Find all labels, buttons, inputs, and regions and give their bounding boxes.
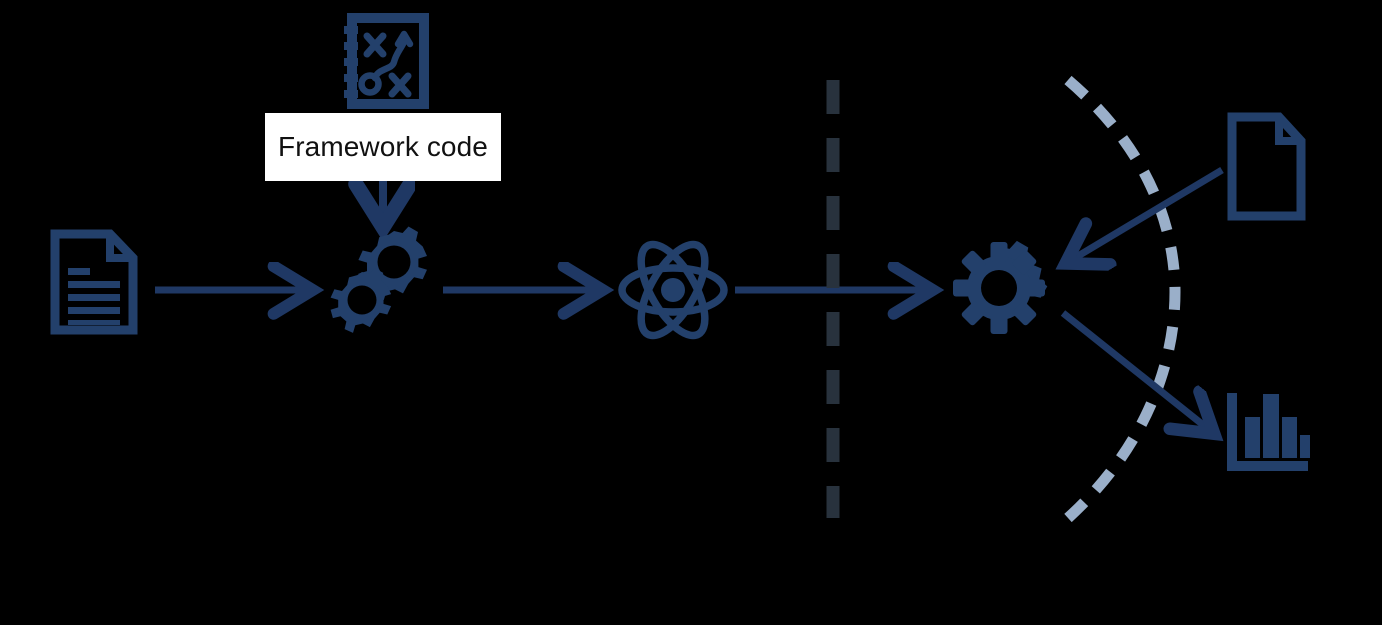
strategy-playbook-icon [344,13,429,109]
framework-code-label: Framework code [265,113,501,181]
framework-code-label-text: Framework code [278,130,488,162]
arrow-gear-to-chart [1060,310,1212,432]
document-blank-icon [1227,112,1306,221]
bar-chart-icon [1227,393,1310,471]
atom-icon [618,240,728,340]
scope-arc [1064,75,1181,523]
two-gears-icon [330,226,427,333]
arrow-document-to-gear [1068,166,1224,262]
document-lines-icon [50,229,138,335]
gear-icon-teeth [953,242,1045,334]
